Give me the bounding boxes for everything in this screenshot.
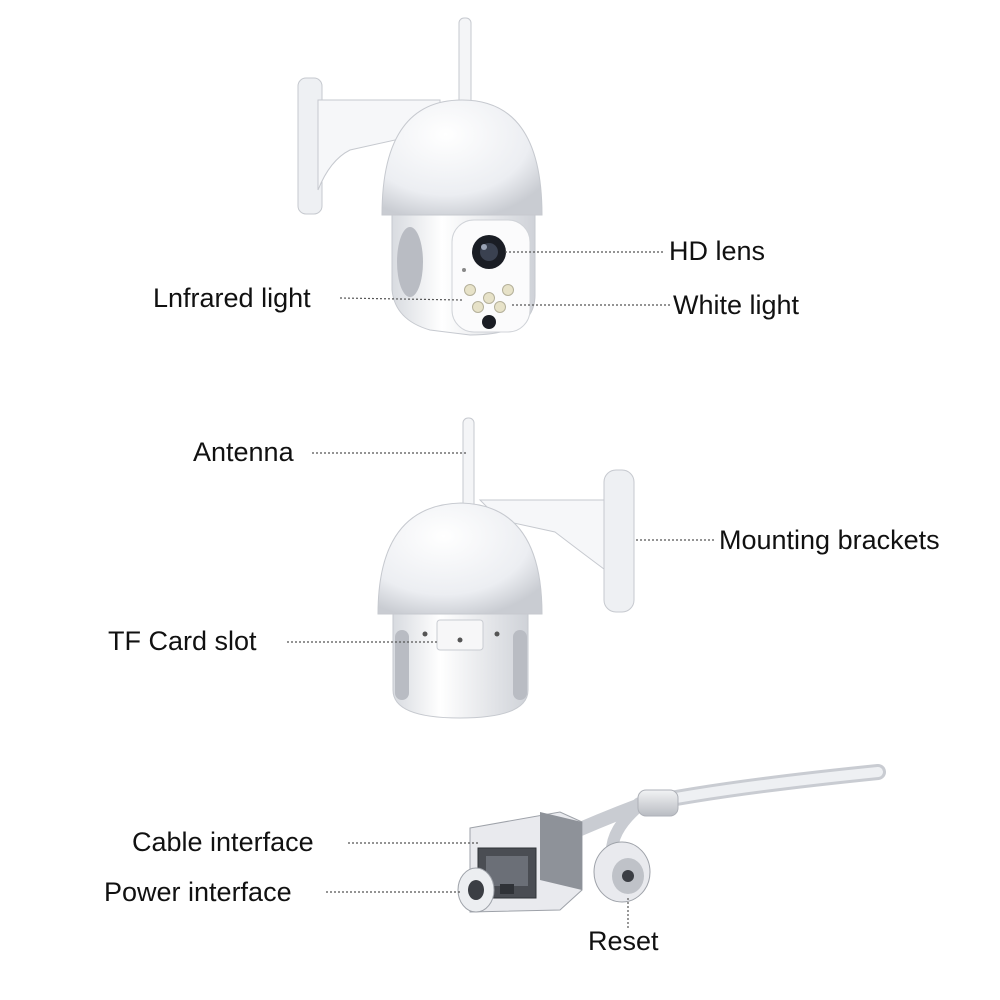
label-infrared-light: Lnfrared light [153,283,311,313]
cable-assembly [457,764,886,913]
label-hd-lens: HD lens [669,236,766,266]
leader-infrared-light [339,297,463,301]
power-interface-connector [457,867,495,913]
label-reset: Reset [588,926,659,956]
label-mounting-brackets: Mounting brackets [719,525,940,555]
label-power-interface: Power interface [104,877,292,907]
dome-back [377,502,543,615]
cable-interface-connector [469,811,583,913]
wall-plate-back [603,469,635,613]
dome [381,99,543,216]
antenna [458,17,472,107]
label-white-light: White light [673,290,800,320]
label-tf-card-slot: TF Card slot [108,626,257,656]
label-antenna: Antenna [193,437,294,467]
leader-lines [287,251,716,928]
led-array [462,268,514,329]
camera-body-back [392,613,529,719]
camera-back-view [377,417,635,719]
reset-connector [593,841,651,903]
label-cable-interface: Cable interface [132,827,314,857]
camera-front-view [297,17,543,336]
tf-card-slot [436,619,484,651]
face-plate [451,219,531,333]
